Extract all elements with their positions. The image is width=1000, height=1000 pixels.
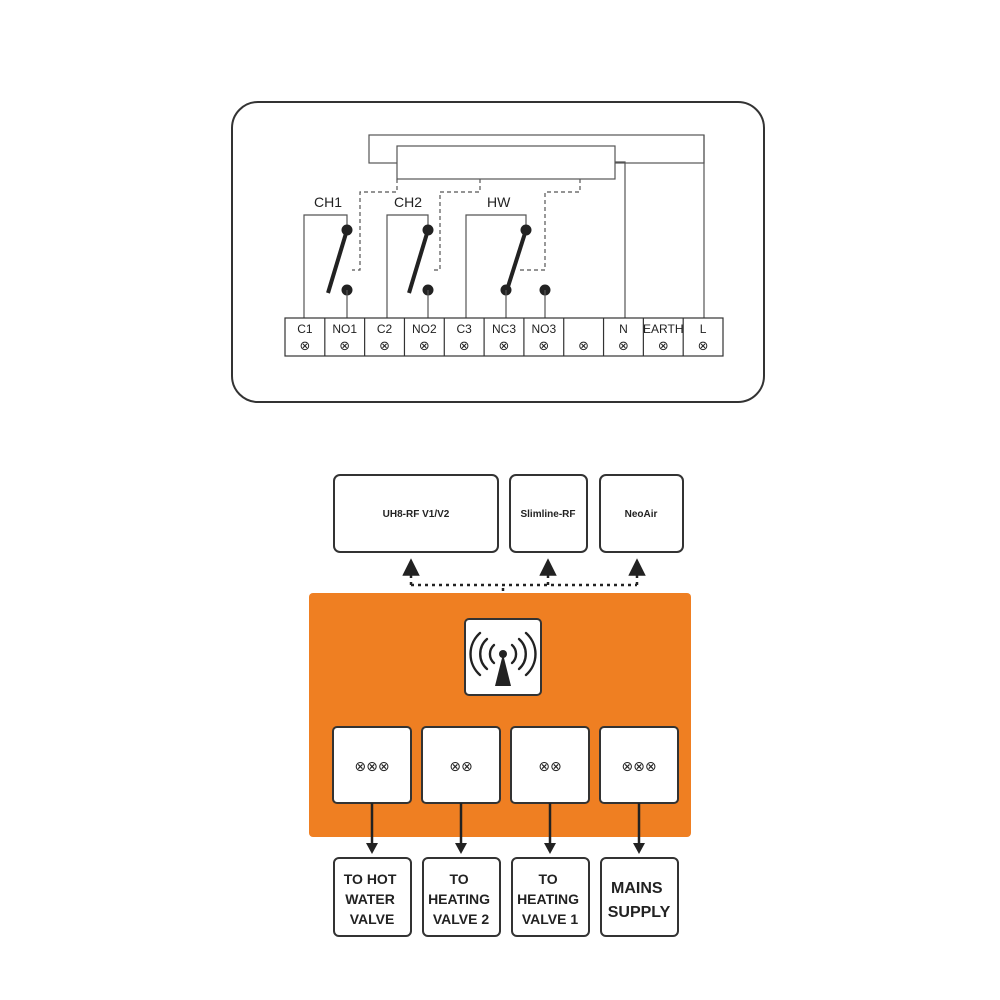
terminal-earth: EARTH ⊗: [642, 318, 683, 356]
output-box-mains: MAINS SUPPLY: [600, 857, 679, 937]
switch-hw: [465, 214, 551, 318]
terminal-c1: C1 ⊗: [297, 322, 313, 354]
terminal-label: NC3: [492, 322, 516, 336]
wiring-diagram: CH1 CH2 HW: [231, 101, 765, 403]
terminal-screw-icon: ⊗: [698, 339, 709, 354]
terminal-symbols: ⊗⊗: [538, 759, 561, 775]
terminal-label: C3: [457, 322, 473, 336]
terminal-blank: ⊗: [563, 318, 589, 356]
output-box-hot-water: TO HOT WATER VALVE: [333, 857, 412, 937]
terminal-label: L: [700, 322, 707, 336]
device-box-uh8: UH8-RF V1/V2: [333, 474, 499, 553]
terminal-screw-icon: ⊗: [658, 339, 669, 354]
terminal-symbols: ⊗⊗⊗: [354, 759, 389, 775]
output-box-heating-1: TO HEATING VALVE 1: [511, 857, 590, 937]
device-label: NeoAir: [625, 509, 658, 520]
terminal-screw-icon: ⊗: [538, 339, 549, 354]
device-label: Slimline-RF: [520, 509, 575, 520]
terminal-n: N⊗: [602, 318, 629, 356]
terminal-screw-icon: ⊗: [339, 339, 350, 354]
terminal-c2: C2 ⊗: [364, 318, 393, 356]
terminal-label: C2: [377, 322, 393, 336]
output-label: MAINS SUPPLY: [608, 880, 671, 921]
terminal-group-hot-water: ⊗⊗⊗: [332, 726, 412, 804]
channel-label-ch2: CH2: [394, 194, 422, 210]
switch-ch1: [303, 214, 353, 318]
terminal-screw-icon: ⊗: [459, 339, 470, 354]
channel-label-ch1: CH1: [314, 194, 342, 210]
terminal-screw-icon: ⊗: [499, 339, 510, 354]
terminal-symbols: ⊗⊗⊗: [621, 759, 656, 775]
relay-inner-box: [396, 145, 616, 180]
device-box-neoair: NeoAir: [599, 474, 684, 553]
terminal-no1: NO1 ⊗: [324, 318, 357, 356]
terminal-no3: NO3 ⊗: [523, 318, 556, 356]
terminal-screw-icon: ⊗: [578, 339, 589, 354]
terminal-group-mains: ⊗⊗⊗: [599, 726, 679, 804]
terminal-screw-icon: ⊗: [419, 339, 430, 354]
rf-diagram: UH8-RF V1/V2 Slimline-RF NeoAir: [309, 474, 691, 937]
output-arrows: [366, 803, 645, 854]
dashed-control-lines: [352, 179, 581, 271]
device-box-slimline: Slimline-RF: [509, 474, 588, 553]
output-label: TO HEATING VALVE 1: [517, 871, 583, 927]
terminal-screw-icon: ⊗: [299, 339, 310, 354]
output-label: TO HOT WATER VALVE: [344, 871, 401, 927]
channel-label-hw: HW: [487, 194, 511, 210]
terminal-label: NO2: [412, 322, 437, 336]
terminal-nc3: NC3 ⊗: [483, 318, 516, 356]
terminal-label: C1: [297, 322, 313, 336]
terminal-screw-icon: ⊗: [379, 339, 390, 354]
terminal-screw-icon: ⊗: [618, 339, 629, 354]
terminal-c3: C3 ⊗: [443, 318, 473, 356]
device-label: UH8-RF V1/V2: [383, 509, 450, 520]
terminal-symbols: ⊗⊗: [449, 759, 472, 775]
terminal-group-heating-2: ⊗⊗: [421, 726, 501, 804]
terminal-label: NO1: [332, 322, 357, 336]
terminal-group-heating-1: ⊗⊗: [510, 726, 590, 804]
terminal-block: C1⊗NO1⊗C2⊗NO2⊗C3⊗NC3⊗NO3⊗⊗N⊗EARTH⊗L⊗: [284, 317, 724, 357]
terminal-l: L⊗: [682, 318, 709, 356]
wiring-frame: [231, 101, 765, 403]
terminal-label: N: [619, 322, 628, 336]
neutral-wire: [615, 161, 626, 318]
output-box-heating-2: TO HEATING VALVE 2: [422, 857, 501, 937]
wireless-antenna-icon: [464, 618, 542, 696]
switch-ch2: [386, 214, 434, 318]
terminal-no2: NO2 ⊗: [403, 318, 437, 356]
terminal-label: EARTH: [643, 322, 683, 336]
output-label: TO HEATING VALVE 2: [428, 871, 494, 927]
terminal-label: NO3: [531, 322, 556, 336]
